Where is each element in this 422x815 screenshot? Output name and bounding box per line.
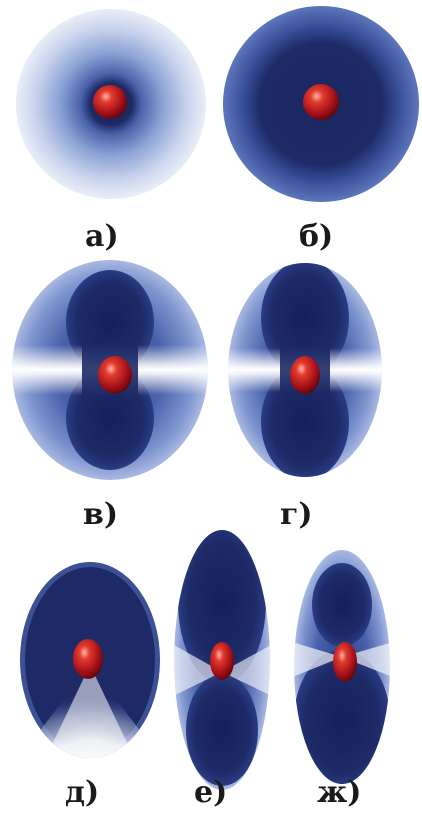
nucleus [98, 356, 132, 394]
nucleus [73, 639, 103, 679]
nucleus [210, 642, 234, 680]
caption-v: в) [83, 497, 119, 532]
nucleus [93, 85, 127, 119]
nucleus [333, 642, 357, 682]
caption-d: д) [65, 775, 100, 810]
orbital-2s [223, 6, 419, 202]
caption-g: г) [280, 497, 313, 532]
caption-e: е) [194, 775, 228, 810]
nucleus [290, 356, 320, 394]
caption-zh: ж) [317, 775, 362, 810]
orbital-narrow-zh [294, 550, 390, 784]
nucleus [303, 84, 339, 120]
orbital-p-wide [12, 260, 208, 480]
caption-b: б) [299, 219, 334, 254]
orbital-d-wedge [20, 562, 160, 758]
orbital-narrow-e [174, 530, 270, 790]
orbital-1s [16, 9, 206, 199]
caption-a: а) [85, 219, 119, 254]
orbital-p-tall [228, 263, 382, 477]
